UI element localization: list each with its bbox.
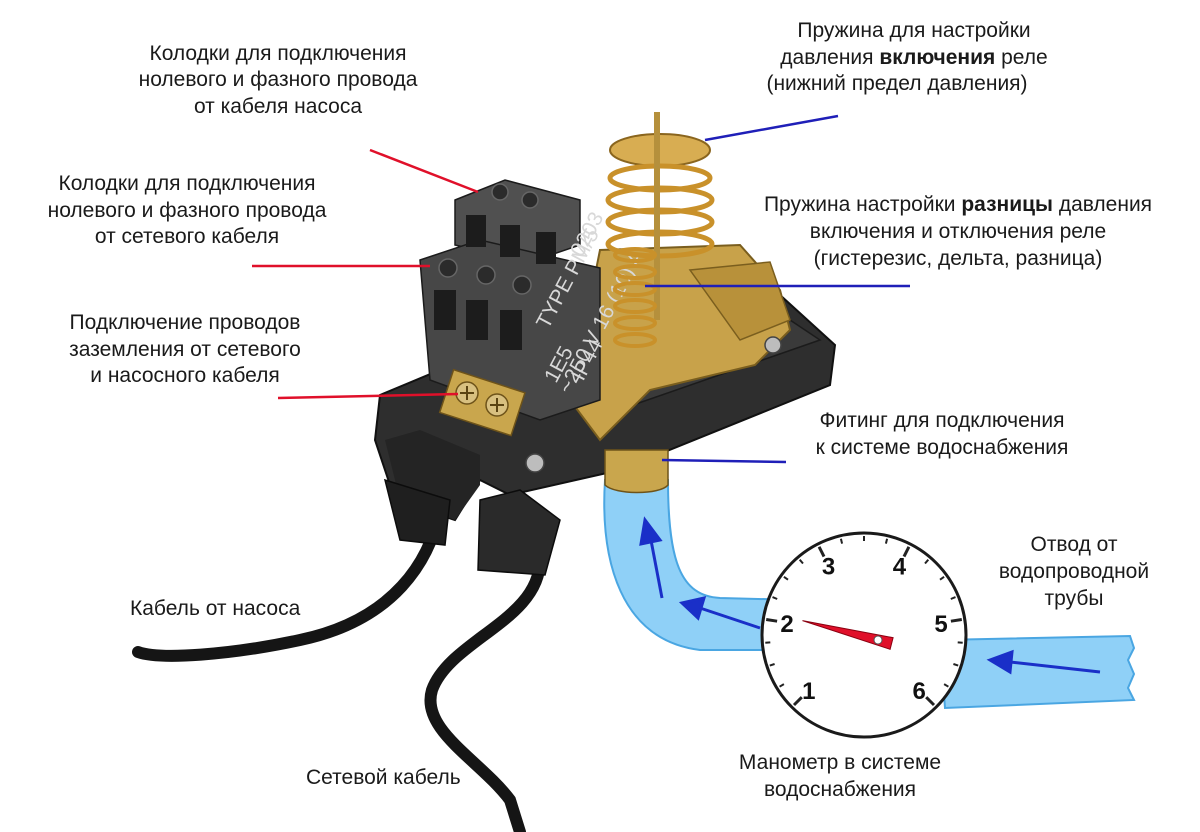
- gauge-number: 4: [893, 554, 907, 581]
- label-line: водоснабжения: [764, 778, 916, 801]
- label-part: Пружина настройки: [764, 193, 961, 216]
- gauge-number: 5: [934, 611, 947, 638]
- label-line: Манометр в системе: [739, 751, 941, 774]
- gauge-number: 1: [802, 678, 815, 705]
- label-line: трубы: [1045, 587, 1104, 610]
- label-part: реле: [995, 46, 1047, 69]
- gauge-tick: [950, 596, 956, 600]
- pump-cable: [132, 504, 446, 662]
- gauge-tick: [783, 575, 789, 581]
- leader-spring-on: [704, 114, 839, 142]
- gauge-tick: [772, 596, 778, 600]
- label-line: от сетевого кабеля: [95, 225, 279, 248]
- gauge-tick: [925, 696, 936, 707]
- gauge-tick: [817, 546, 826, 558]
- gauge-tick: [779, 683, 785, 688]
- label-line: Отвод от: [1030, 533, 1117, 556]
- flow-arrow-left-1: [678, 595, 761, 630]
- label-line: давления включения реле: [780, 46, 1047, 69]
- gauge-tick: [939, 575, 945, 581]
- label-line: нолевого и фазного провода: [139, 68, 418, 91]
- leader-lines: [252, 114, 910, 464]
- label-line: (нижний предел давления): [766, 72, 1027, 95]
- gauge-number: 2: [780, 611, 793, 638]
- ground-screws: [438, 368, 526, 437]
- gauge-number: 3: [822, 554, 835, 581]
- brass-fitting: [604, 449, 669, 494]
- gauge-tick: [792, 696, 803, 707]
- water-pipe: [603, 479, 1136, 710]
- leader-fitting: [661, 458, 787, 464]
- label-line: включения и отключения реле: [810, 220, 1106, 243]
- label-line: Фитинг для подключения: [820, 409, 1065, 432]
- pressure-switch-device: TYPE PM/5 0203 ~250 V 16 (10) A 1E5 IP44: [373, 112, 837, 576]
- label-line: (гистерезис, дельта, разница): [814, 247, 1103, 270]
- label-line: Колодки для подключения: [149, 42, 406, 65]
- label-line: Колодки для подключения: [58, 172, 315, 195]
- label-line: Подключение проводов: [70, 311, 301, 334]
- label-branch: Отвод от водопроводной трубы: [999, 533, 1149, 610]
- gauge-ticks: [765, 536, 963, 707]
- leader-ground: [277, 392, 459, 400]
- label-ground: Подключение проводов заземления от сетев…: [69, 311, 301, 387]
- gauge-tick: [839, 538, 844, 544]
- label-spring-on: Пружина для настройки давления включения…: [766, 19, 1047, 95]
- gauge-tick: [950, 618, 963, 623]
- leader-block-pump: [369, 148, 479, 194]
- label-line: нолевого и фазного провода: [48, 199, 327, 222]
- mains-cable: [424, 554, 546, 832]
- gauge-tick: [902, 546, 911, 558]
- label-line: заземления от сетевого: [69, 338, 301, 361]
- small-spring: [613, 247, 657, 348]
- label-pump-cable: Кабель от насоса: [130, 597, 301, 620]
- label-line: Пружина настройки разницы давления: [764, 193, 1152, 216]
- gauge-tick: [798, 559, 804, 565]
- label-block-pump: Колодки для подключения нолевого и фазно…: [139, 42, 418, 118]
- label-block-mains: Колодки для подключения нолевого и фазно…: [48, 172, 327, 248]
- label-fitting: Фитинг для подключения к системе водосна…: [816, 409, 1069, 459]
- gauge-tick: [769, 663, 775, 667]
- label-spring-diff: Пружина настройки разницы давления включ…: [764, 193, 1152, 270]
- label-mains-cable: Сетевой кабель: [306, 766, 461, 789]
- label-line: от кабеля насоса: [194, 95, 362, 118]
- gauge-numbers: 1 2 3 4 5 6: [780, 554, 947, 706]
- label-part-bold: разницы: [961, 193, 1053, 216]
- flow-arrows: [639, 516, 1101, 675]
- label-line: к системе водоснабжения: [816, 436, 1069, 459]
- flow-arrow-up: [639, 516, 664, 599]
- cables: [132, 504, 546, 832]
- label-line: Пружина для настройки: [797, 19, 1030, 42]
- label-gauge: Манометр в системе водоснабжения: [739, 751, 941, 801]
- gauge-number: 6: [913, 678, 926, 705]
- gauge-tick: [953, 663, 959, 667]
- gauge-needle: [802, 620, 894, 650]
- flow-arrow-left-2: [986, 649, 1101, 675]
- gauge-tick: [884, 538, 889, 544]
- gauge-tick: [943, 683, 949, 688]
- label-part: давления: [1053, 193, 1152, 216]
- label-part-bold: включения: [879, 46, 995, 69]
- label-part: давления: [780, 46, 879, 69]
- label-line: и насосного кабеля: [90, 364, 279, 387]
- gauge-tick: [924, 559, 930, 565]
- gauge-tick: [765, 618, 778, 623]
- label-line: водопроводной: [999, 560, 1149, 583]
- pressure-gauge: 1 2 3 4 5 6: [760, 531, 968, 739]
